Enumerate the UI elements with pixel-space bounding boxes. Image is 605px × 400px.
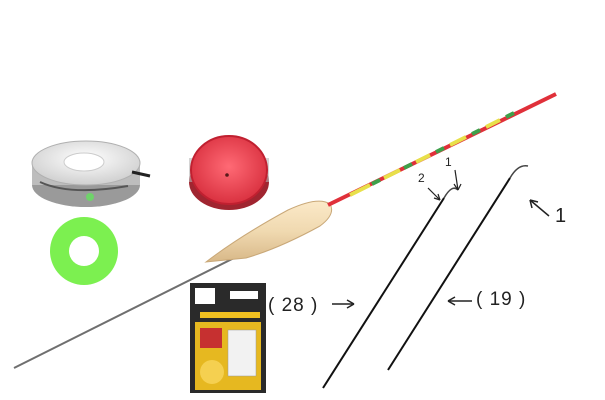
float-stem	[13, 251, 247, 369]
hook-package-icon	[190, 283, 266, 393]
hook-tip-1-label: 1	[555, 205, 567, 227]
line-spool-white-icon	[31, 140, 151, 207]
marker-1-label: 1	[445, 155, 452, 169]
arrow-to-hook-tip-1	[529, 199, 550, 217]
hook-19	[387, 165, 529, 371]
marker-2-label: 2	[418, 171, 425, 185]
hook-size-28-label: ( 28 )	[268, 295, 319, 316]
hook-size-19-label: ( 19 )	[476, 289, 527, 310]
hook-28	[322, 187, 459, 389]
green-rubber-ring-icon	[50, 217, 118, 285]
fishing-float-icon	[204, 92, 557, 263]
arrow-to-hook-19	[447, 296, 472, 306]
arrow-marker-1	[453, 169, 462, 191]
arrow-marker-2	[427, 187, 441, 201]
arrow-to-hook-28	[332, 299, 355, 309]
line-spool-red-icon	[189, 135, 269, 210]
